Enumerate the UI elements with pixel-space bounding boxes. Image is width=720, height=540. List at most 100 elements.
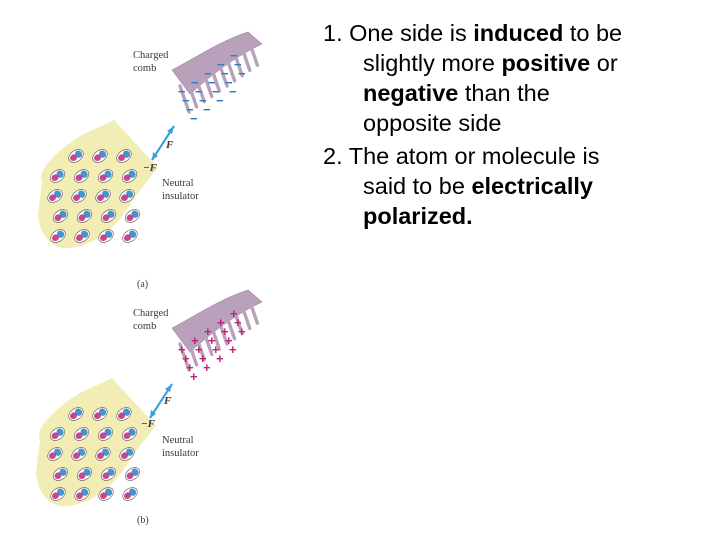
comb-charge: − [216, 93, 224, 108]
comb-charge: − [191, 75, 199, 90]
comb-label-line1: Charged [133, 308, 169, 319]
comb-label-line1: Charged [133, 50, 169, 61]
comb-tooth [216, 58, 229, 88]
point-1-line-2: slightly more positive or [363, 50, 618, 76]
comb-teeth [178, 295, 260, 372]
polarized-atom [76, 467, 93, 481]
polarized-atom [49, 169, 66, 183]
comb-charge: − [186, 102, 194, 117]
polarized-atom [95, 447, 111, 461]
comb-charges: −−−−−−−−−−−−−−−−−−− [178, 48, 246, 126]
point-1-line-4: opposite side [363, 110, 502, 136]
comb-charge: + [191, 333, 199, 348]
comb-tooth [185, 337, 199, 367]
polarized-atom [92, 149, 108, 163]
comb-tooth [185, 79, 199, 109]
comb-charge: − [203, 102, 211, 117]
comb-teeth [178, 37, 260, 114]
comb-tooth [223, 311, 237, 341]
comb-tooth [223, 53, 237, 83]
comb-charge: + [186, 360, 194, 375]
comb-tooth [216, 316, 229, 346]
comb-charge: + [229, 342, 237, 357]
comb-charge: − [229, 84, 237, 99]
panel-caption: (b) [137, 515, 149, 526]
comb-charge: − [221, 66, 229, 81]
comb-charge: + [208, 333, 216, 348]
comb-charge: + [199, 351, 207, 366]
comb-charge: − [204, 66, 212, 81]
neutral-insulator-block [38, 120, 158, 249]
polarized-atom [92, 407, 108, 421]
polarized-atom [116, 149, 132, 163]
term-electrically: electrically [471, 173, 593, 199]
comb-tooth [201, 326, 214, 357]
polarized-atom [47, 447, 63, 461]
point-2-line-3: polarized. [323, 201, 713, 231]
comb-tooth [239, 300, 252, 331]
force-label: F [165, 139, 174, 151]
polarized-atom [52, 467, 69, 481]
polarized-atom [47, 189, 63, 203]
comb-charge: − [225, 75, 233, 90]
comb-charge: + [221, 324, 229, 339]
comb-tooth [201, 68, 214, 99]
polarized-atom [98, 229, 114, 243]
point-1: 1. One side is induced to be slightly mo… [323, 18, 713, 138]
polarized-atom [122, 229, 138, 243]
point-1-line-1: 1. One side is induced to be [323, 20, 623, 46]
polarized-atoms [47, 407, 141, 501]
polarized-atom [73, 427, 90, 441]
term-negative: negative [363, 80, 459, 106]
polarized-atom [97, 169, 114, 183]
comb-charge: − [199, 93, 207, 108]
polarized-atom [50, 229, 66, 243]
polarized-atom [49, 427, 66, 441]
comb-tooth [239, 42, 252, 73]
comb-tooth [208, 321, 222, 351]
comb-charge: + [217, 315, 225, 330]
comb-charge: − [234, 57, 242, 72]
reaction-force-label: −F [141, 418, 156, 430]
insulator-label-line1: Neutral [162, 178, 194, 189]
comb-tooth [246, 37, 260, 67]
reaction-arrow-head [150, 410, 156, 418]
polarized-atom [95, 189, 111, 203]
comb-charge: + [182, 351, 190, 366]
term-polarized: polarized. [363, 203, 473, 229]
reaction-force-label: −F [143, 162, 158, 174]
force-label: F [163, 395, 172, 407]
comb-tooth [231, 47, 244, 78]
polarized-atom [122, 487, 138, 501]
comb-tooth [178, 84, 191, 114]
comb-tooth [193, 331, 206, 362]
polarized-atom [74, 229, 90, 243]
comb-charge: + [238, 324, 246, 339]
comb-tooth [178, 342, 191, 372]
polarized-atom [121, 169, 138, 183]
charged-comb: +++++++++++++++++++ [171, 289, 263, 384]
polarized-atom [50, 487, 66, 501]
polarized-atom [76, 209, 93, 223]
polarized-atoms [47, 149, 141, 243]
point-2-line-1: 2. The atom or molecule is [323, 143, 600, 169]
comb-charges: +++++++++++++++++++ [178, 306, 246, 384]
term-positive: positive [501, 50, 591, 76]
comb-tooth [208, 63, 222, 93]
charged-comb: −−−−−−−−−−−−−−−−−−− [171, 31, 263, 126]
comb-charge: + [234, 315, 242, 330]
comb-charge: − [238, 66, 246, 81]
insulator-label-line2: insulator [162, 191, 199, 202]
comb-charge: + [225, 333, 233, 348]
polarized-atom [119, 447, 135, 461]
comb-charge: − [217, 57, 225, 72]
polarized-atom [119, 189, 135, 203]
comb-label-line2: comb [133, 63, 156, 74]
comb-tooth [246, 295, 260, 325]
polarized-atom [73, 169, 90, 183]
comb-tooth [231, 305, 244, 336]
comb-charge: + [190, 369, 198, 384]
polarized-atom [121, 427, 138, 441]
insulator-label-line1: Neutral [162, 435, 194, 446]
comb-tooth [193, 73, 206, 104]
